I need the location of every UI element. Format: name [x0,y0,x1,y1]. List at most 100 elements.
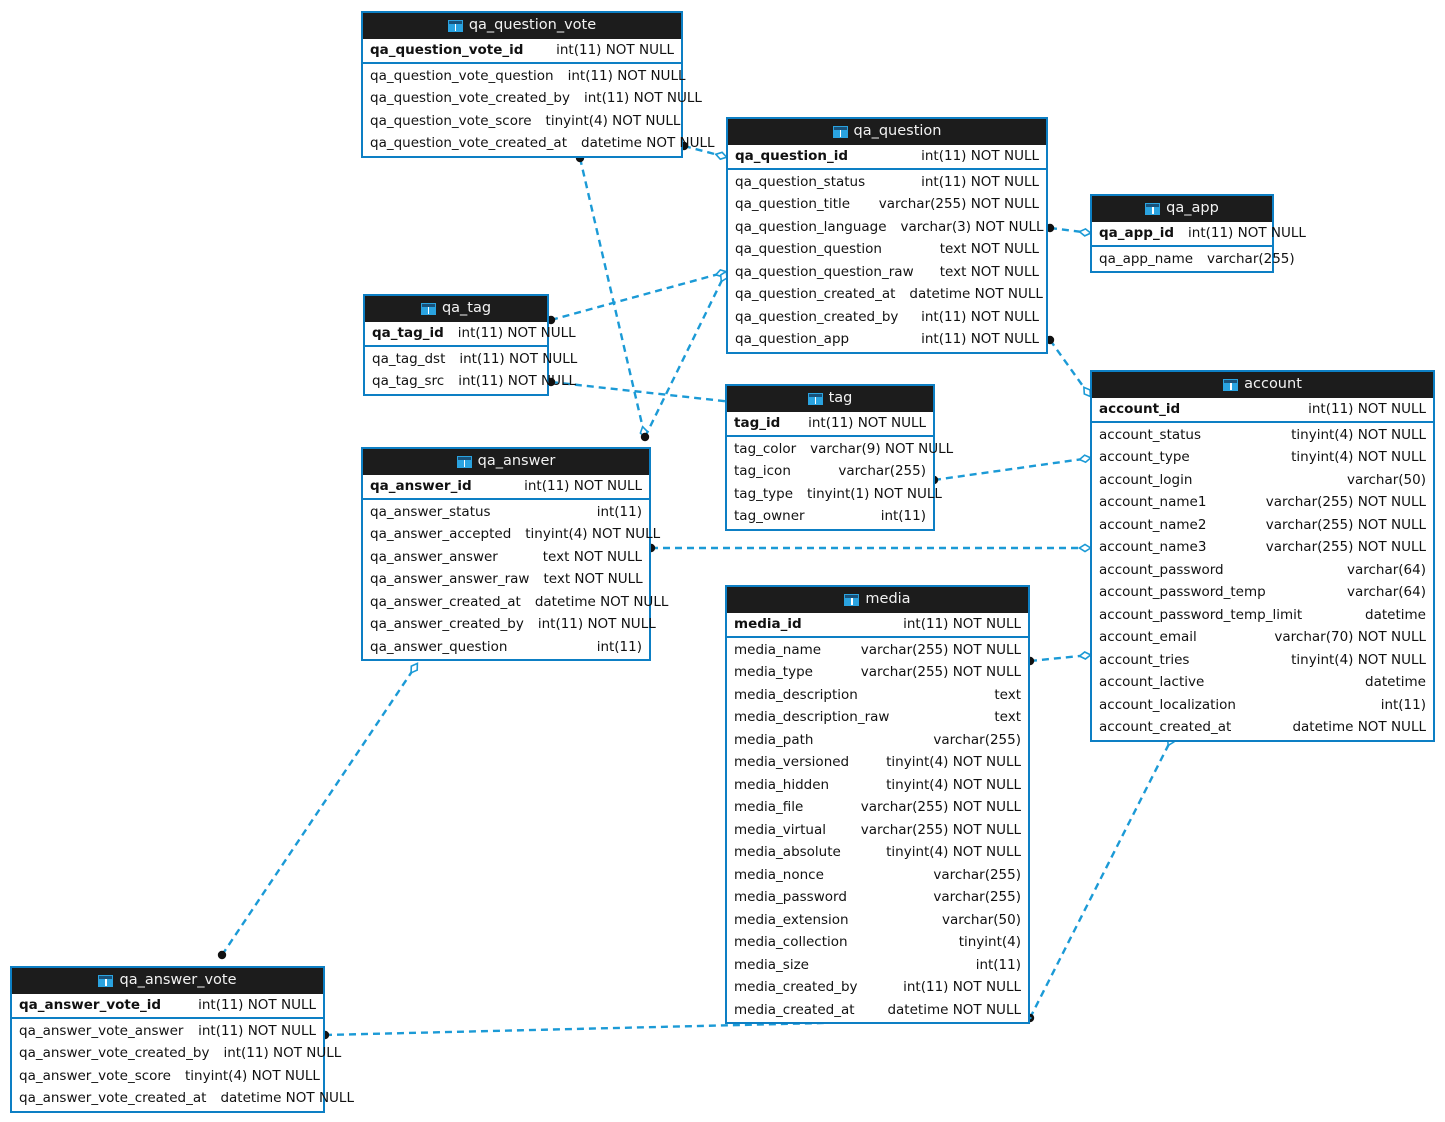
entity-header[interactable]: qa_question [728,119,1046,145]
entity-header[interactable]: qa_question_vote [363,13,681,39]
column-row: qa_answer_accepted tinyint(4) NOT NULL [363,523,660,546]
column-type: int(11) [596,638,642,655]
column-type: varchar(70) NOT NULL [1274,629,1426,645]
column-name: qa_answer_id [370,478,472,494]
table-icon [844,593,860,606]
entity-header[interactable]: account [1092,372,1433,398]
column-name: qa_answer_vote_score [19,1067,171,1084]
column-name: qa_answer_vote_answer [19,1022,184,1039]
relationship-line [933,456,1091,482]
column-name: account_login [1099,471,1193,488]
columns-section: qa_answer_status int(11) qa_answer_accepte… [363,500,668,660]
column-type: datetime [1365,606,1426,623]
column-type: int(11) NOT NULL [903,616,1021,632]
column-name: qa_tag_src [372,373,445,389]
entity-title: qa_app [1166,200,1219,216]
column-type: int(11) NOT NULL [524,478,642,494]
column-name: qa_answer_vote_id [19,997,162,1013]
column-name: media_description [734,686,858,703]
column-type: int(11) NOT NULL [458,373,577,389]
primary-key-section: qa_answer_id int(11) NOT NULL [363,475,649,500]
column-type: datetime NOT NULL [581,135,715,151]
column-name: media_absolute [734,844,841,860]
column-type: text NOT NULL [939,241,1039,257]
column-type: int(11) NOT NULL [1188,225,1306,241]
column-name: qa_answer_question [370,638,508,655]
column-type: varchar(64) [1346,584,1426,600]
entity-header[interactable]: tag [727,386,933,412]
relationship-line [578,157,647,438]
column-name: qa_answer_accepted [370,526,512,542]
column-name: tag_owner [734,508,805,524]
column-name: media_hidden [734,776,830,793]
column-type: varchar(255) NOT NULL [860,664,1021,680]
column-type: int(11) NOT NULL [921,331,1039,347]
entity-header[interactable]: qa_answer [363,449,649,475]
column-name: account_id [1099,401,1181,417]
columns-section: qa_answer_vote_answer int(11) NOT NULL qa_… [12,1019,354,1111]
column-name: qa_answer_status [370,503,491,520]
column-type: tinyint(4) NOT NULL [525,526,661,542]
entity-header[interactable]: media [727,587,1028,613]
column-type: tinyint(4) NOT NULL [886,754,1021,770]
relationship-many-endpoint [640,432,650,442]
column-type: text [994,686,1021,703]
column-name: qa_question_vote_created_at [370,135,568,151]
table-icon [807,392,823,405]
relationship-line [643,271,728,438]
relationship-many-endpoint [217,950,227,960]
column-name: media_extension [734,911,849,928]
column-name: media_created_by [734,979,858,995]
table-icon [1145,202,1161,215]
column-type: int(11) NOT NULL [584,90,702,106]
entity-header[interactable]: qa_tag [365,296,547,322]
column-type: text NOT NULL [543,571,643,587]
column-name: media_description_raw [734,709,890,725]
entity-title: qa_question_vote [468,17,597,33]
table-icon [1223,378,1239,391]
column-type: int(11) NOT NULL [223,1045,342,1061]
column-type: tinyint(4) [958,934,1021,950]
column-name: tag_type [734,485,794,502]
column-name: account_name3 [1099,539,1207,555]
relationship-one-endpoint [1077,543,1093,553]
relationship-line [1049,226,1091,235]
entity-header[interactable]: qa_app [1092,196,1272,222]
column-name: tag_color [734,440,797,457]
column-name: account_password_temp_limit [1099,606,1303,623]
column-name: qa_question_created_by [735,308,899,325]
entity-header[interactable]: qa_answer_vote [12,968,323,994]
column-name: account_tries [1099,651,1190,668]
column-name: media_collection [734,934,848,950]
